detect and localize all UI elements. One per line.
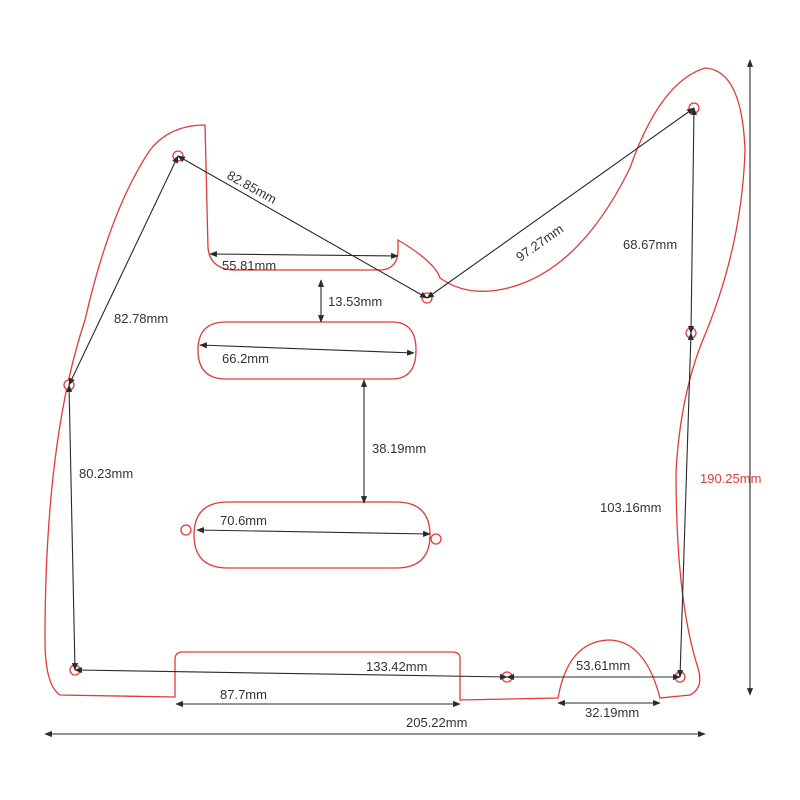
pickguard-outline (44, 67, 746, 701)
dim-line-103-16 (677, 332, 694, 678)
dim-label-53-61: 53.61mm (576, 658, 630, 673)
dim-label-133-42: 133.42mm (366, 659, 427, 674)
dim-line-82-85 (177, 155, 428, 299)
dim-line-80-23 (66, 384, 78, 671)
dim-line-70-6 (196, 527, 431, 537)
dim-label-103-16: 103.16mm (600, 500, 661, 515)
dim-label-190-25: 190.25mm (700, 471, 761, 486)
dim-line-97-27 (426, 107, 695, 299)
dim-label-32-19: 32.19mm (585, 705, 639, 720)
pickup-cutout-1 (197, 321, 417, 380)
dim-label-97-27: 97.27mm (513, 221, 566, 264)
pickup-cutout-2 (193, 501, 431, 569)
screw-hole-pickup-right (430, 533, 442, 545)
dim-label-205-22: 205.22mm (406, 715, 467, 730)
dim-label-82-78: 82.78mm (114, 311, 168, 326)
screw-hole-pickup-left (180, 524, 192, 536)
dim-label-68-67: 68.67mm (623, 237, 677, 252)
dim-label-80-23: 80.23mm (79, 466, 133, 481)
dim-label-70-6: 70.6mm (220, 513, 267, 528)
dim-label-38-19: 38.19mm (372, 441, 426, 456)
dim-label-55-81: 55.81mm (222, 258, 276, 273)
dim-line-133-42 (74, 667, 508, 680)
dim-line-68-67 (688, 107, 697, 334)
dim-line-82-78 (68, 155, 179, 386)
dim-label-66-2: 66.2mm (222, 351, 269, 366)
dim-label-13-53: 13.53mm (328, 294, 382, 309)
dim-line-55-81 (209, 250, 399, 260)
dim-line-66-2 (199, 342, 415, 356)
dim-label-87-7: 87.7mm (220, 687, 267, 702)
